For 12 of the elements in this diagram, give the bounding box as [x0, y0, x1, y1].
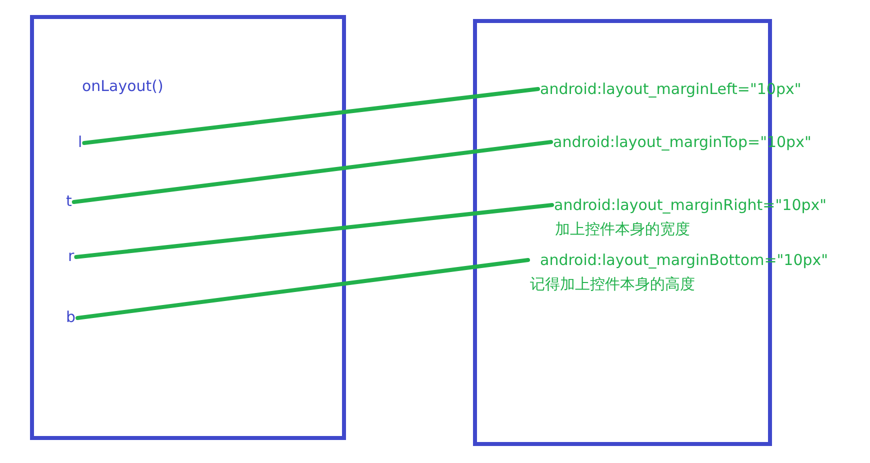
method-label: onLayout()	[82, 77, 164, 95]
parameter-label: r	[68, 247, 74, 265]
panel-frame	[30, 15, 346, 440]
parameter-label: b	[66, 308, 76, 326]
connector-line	[82, 87, 540, 145]
note-text: 记得加上控件本身的高度	[530, 275, 696, 294]
parameter-label: l	[78, 133, 82, 151]
note-text: 加上控件本身的宽度	[555, 220, 691, 239]
connector-line	[74, 203, 554, 259]
parameter-label: t	[66, 192, 72, 210]
connector-line	[76, 258, 530, 320]
connector-line	[72, 140, 553, 204]
